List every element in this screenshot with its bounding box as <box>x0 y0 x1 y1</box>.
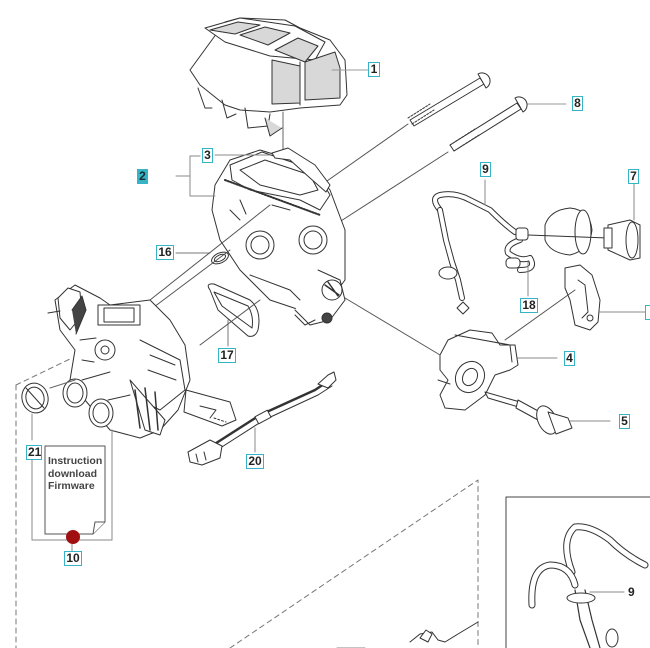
callout-3[interactable]: 3 <box>202 148 213 163</box>
callout-4[interactable]: 4 <box>564 351 575 366</box>
intake-ring-part[interactable] <box>19 380 52 416</box>
primer-bulb-part[interactable] <box>527 207 641 261</box>
callout-21[interactable]: 21 <box>26 445 42 460</box>
callout-20[interactable]: 20 <box>246 454 264 469</box>
document-line-2: download <box>48 467 97 480</box>
document-line-1: Instruction <box>48 455 103 467</box>
callout-18[interactable]: 18 <box>520 298 538 313</box>
document-card-text: Instruction download Firmware <box>48 455 102 493</box>
callout-partial-right[interactable] <box>645 305 650 320</box>
callout-10[interactable]: 10 <box>64 551 82 566</box>
callout-16[interactable]: 16 <box>156 245 174 260</box>
callout-9[interactable]: 9 <box>480 162 491 177</box>
inset-fuel-hose <box>528 523 649 648</box>
attention-marker <box>66 530 80 544</box>
carburetor-housing-part[interactable] <box>211 149 346 326</box>
bottom-part-fragment <box>336 621 479 648</box>
firmware-document-icon[interactable] <box>44 445 106 535</box>
callout-7[interactable]: 7 <box>628 169 639 184</box>
callout-17[interactable]: 17 <box>218 348 236 363</box>
choke-bracket-part[interactable] <box>437 329 519 411</box>
housing-gasket-part[interactable] <box>271 147 331 193</box>
callout-1[interactable]: 1 <box>368 62 380 77</box>
fuel-hose-part[interactable] <box>432 191 535 315</box>
document-line-3: Firmware <box>48 480 95 492</box>
choke-knob-part[interactable] <box>484 391 573 437</box>
air-filter-part[interactable] <box>189 17 348 137</box>
inset-frame <box>505 496 650 648</box>
callout-2[interactable]: 2 <box>137 169 148 184</box>
long-bolt-part[interactable] <box>407 72 528 152</box>
choke-lever-part[interactable] <box>564 264 601 331</box>
seal-gasket-part[interactable] <box>207 283 260 337</box>
callout-8[interactable]: 8 <box>572 96 583 111</box>
wire-harness-part[interactable] <box>187 371 337 466</box>
carburetor-part[interactable] <box>47 284 237 439</box>
inset-callout-9: 9 <box>628 585 635 599</box>
callout-5[interactable]: 5 <box>619 414 630 429</box>
